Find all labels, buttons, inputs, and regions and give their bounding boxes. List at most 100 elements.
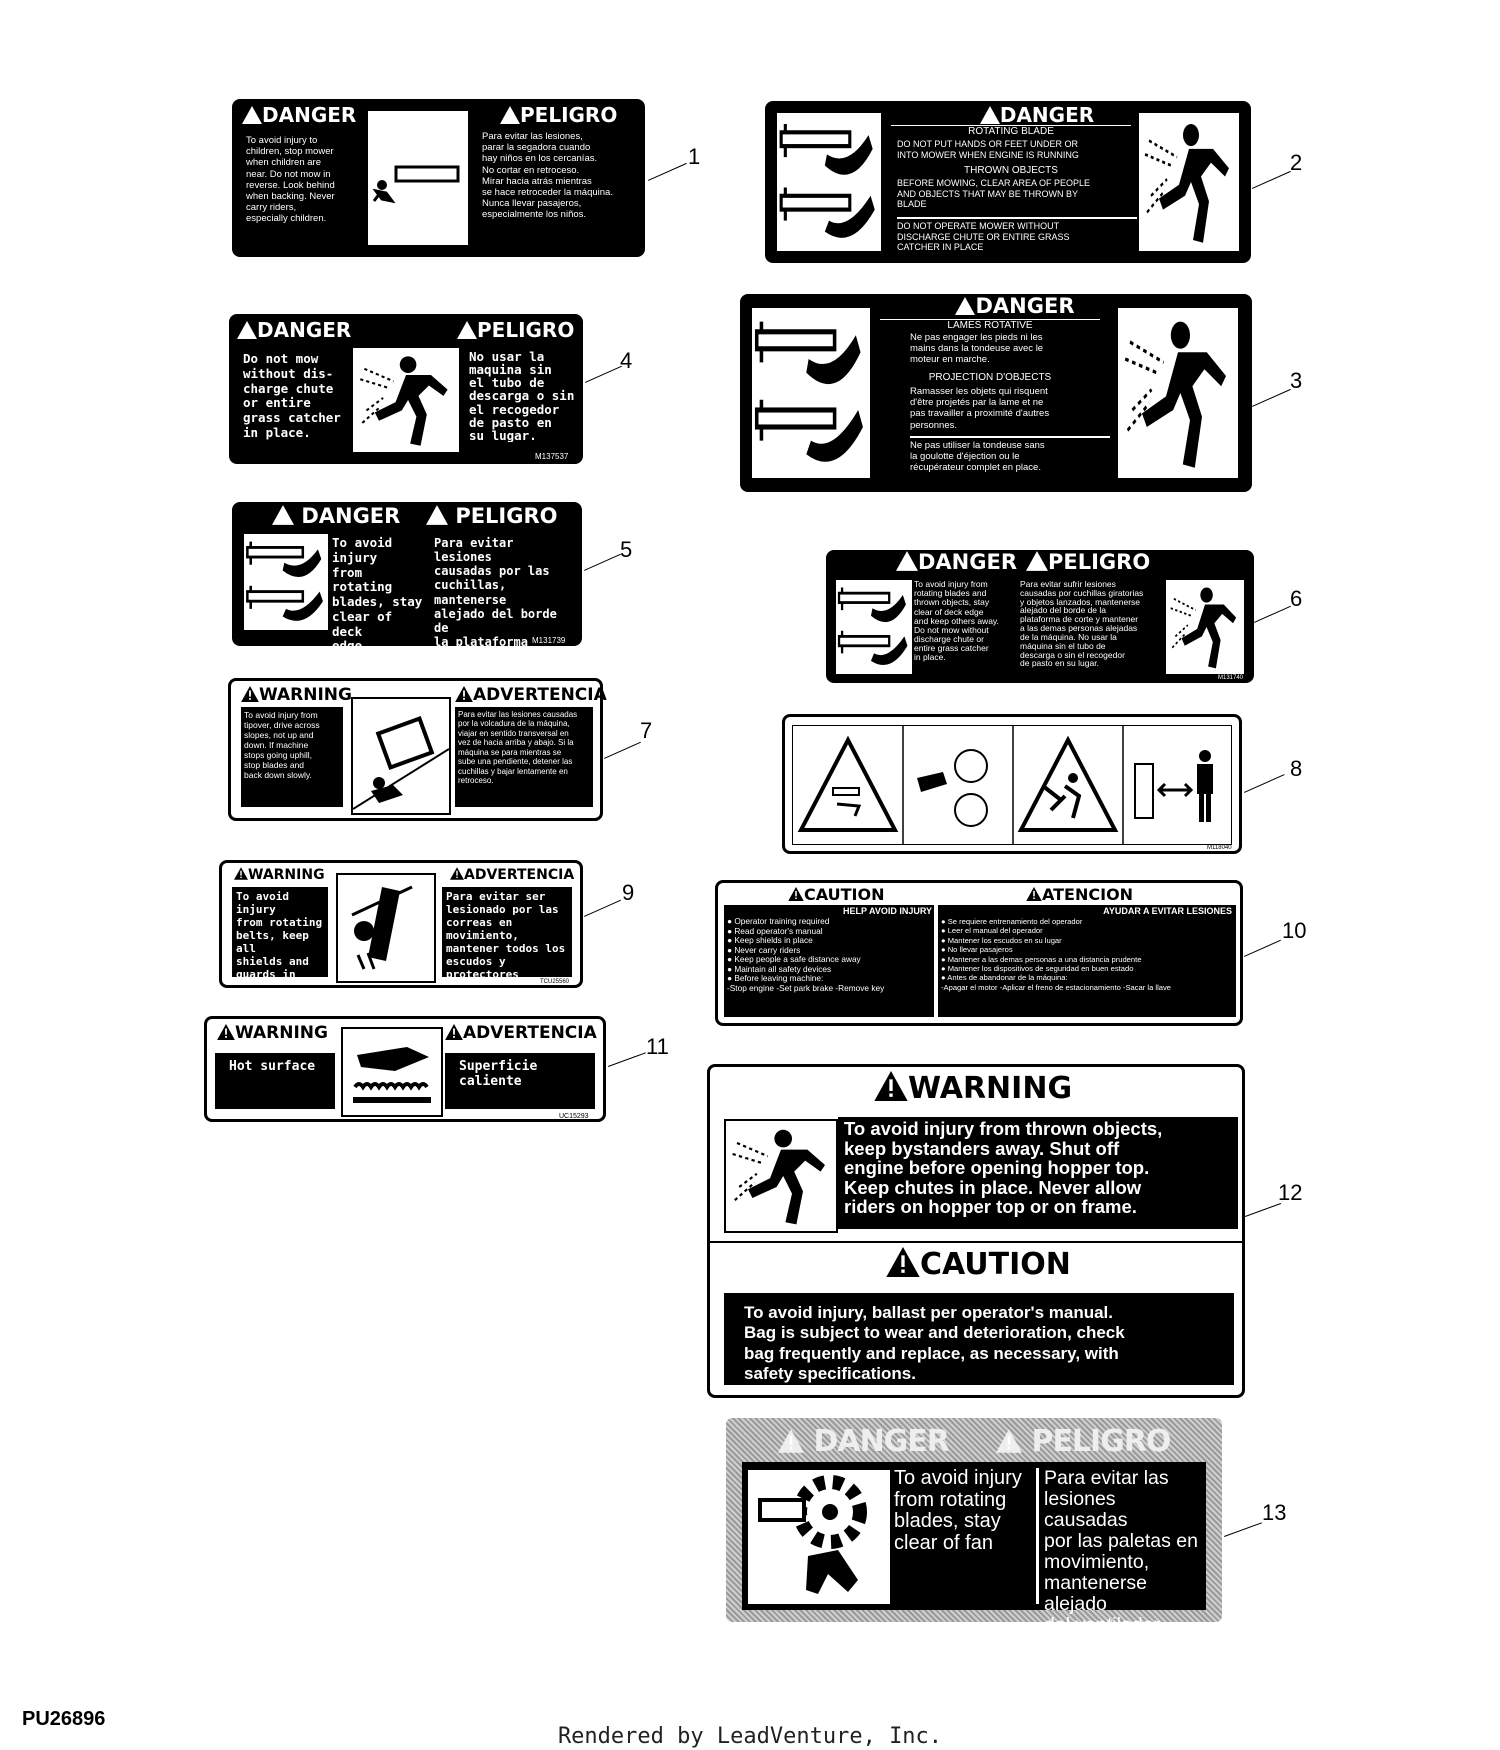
decal-11-header-en: WARNING: [217, 1023, 328, 1043]
hand-pulley-icon: [917, 749, 988, 827]
warning-triangle-icon: [955, 297, 975, 315]
decal-5-text-es: Para evitar lesiones causadas por las cu…: [434, 536, 557, 664]
thrown-objects-icon: [1139, 113, 1239, 251]
decal-13-body: To avoid injury from rotating blades, st…: [742, 1462, 1206, 1636]
callout-7: 7: [640, 718, 653, 743]
decal-5: DANGER PELIGRO To avoid injury from rota…: [232, 502, 582, 663]
callout-12: 12: [1278, 1180, 1303, 1205]
decal-2-sub1: ROTATING BLADE: [891, 125, 1131, 138]
decal-13-pictogram: [748, 1470, 890, 1604]
decal-13-text-es: Para evitar las lesiones causadas por la…: [1044, 1468, 1198, 1637]
decal-6-text-es: Para evitar sufrir lesiones causadas por…: [1020, 580, 1144, 669]
warning-triangle-icon: [457, 321, 477, 339]
decal-9-text-en: To avoid injury from rotating belts, kee…: [232, 887, 328, 977]
warning-triangle-icon: [886, 1247, 920, 1277]
decal-8-part-number: M118040: [1207, 845, 1232, 851]
warning-triangle-icon: [217, 1024, 235, 1040]
decal-4-part-number: M137537: [535, 452, 569, 461]
decal-6-text-en: To avoid injury from rotating blades and…: [914, 580, 999, 663]
thrown-objects-icon: [726, 1121, 836, 1231]
decal-12-text-caution: To avoid injury, ballast per operator's …: [724, 1293, 1234, 1385]
decal-3-header: DANGER: [920, 294, 1110, 318]
decal-12-text-warning: To avoid injury from thrown objects, kee…: [838, 1117, 1238, 1229]
decal-3-sub1: LAMES ROTATIVE: [880, 319, 1100, 332]
decal-7-header-es: ADVERTENCIA: [455, 685, 607, 705]
thrown-objects-icon: [1118, 308, 1238, 478]
warning-triangle-icon: [874, 1071, 908, 1101]
leader-10: [1244, 939, 1281, 957]
decal-8-frame: [792, 725, 1232, 845]
decal-13-header-es: PELIGRO: [996, 1424, 1171, 1459]
warning-triangle-icon: [426, 505, 448, 525]
thrown-objects-icon: [1166, 580, 1244, 674]
decal-13-text-en: To avoid injury from rotating blades, st…: [894, 1468, 1022, 1554]
decal-8: M118040: [782, 714, 1242, 854]
decal-5-header-es: PELIGRO: [426, 504, 558, 528]
decal-2-text2: BEFORE MOWING, CLEAR AREA OF PEOPLE AND …: [897, 178, 1091, 210]
decal-2-text3: DO NOT OPERATE MOWER WITHOUT DISCHARGE C…: [897, 217, 1137, 253]
warning-triangle-icon: [455, 686, 473, 702]
decal-4-header-en: DANGER: [237, 318, 351, 342]
decal-9-pictogram: [336, 873, 436, 983]
decal-9-text-es: Para evitar ser lesionado por las correa…: [442, 887, 572, 977]
decal-11-text-en: Hot surface: [215, 1053, 335, 1109]
decal-3-pictogram-blades: [752, 308, 870, 478]
decal-6-part-number: M131740: [1218, 675, 1244, 681]
callout-5: 5: [620, 537, 633, 562]
decal-9: WARNING ADVERTENCIA To avoid injury from…: [219, 860, 583, 988]
decal-3-pictogram-thrown: [1118, 308, 1238, 478]
blade-warning-triangle-icon: [797, 735, 899, 832]
warning-triangle-icon: [272, 505, 294, 525]
callout-2: 2: [1290, 150, 1303, 175]
decal-11-pictogram: [341, 1027, 443, 1117]
decal-12: WARNING To avoid injury from thrown obje…: [707, 1064, 1245, 1398]
decal-10-header-en: CAUTION: [788, 885, 884, 904]
thrown-objects-icon: [353, 348, 459, 452]
warning-triangle-icon: [980, 106, 1000, 124]
leader-3: [1252, 388, 1291, 407]
warning-triangle-icon: [241, 686, 259, 702]
warning-triangle-icon: [996, 1429, 1022, 1453]
leader-4: [585, 365, 622, 383]
decal-10-header-es: ATENCION: [1026, 885, 1133, 904]
rotating-fan-hand-icon: [758, 1475, 867, 1594]
decal-2-pictogram-thrown: [1139, 113, 1239, 251]
decal-12-divider: [710, 1241, 1242, 1243]
decal-6-header-en: DANGER: [896, 550, 1017, 574]
decal-4-text-en: Do not mow without dis- charge chute or …: [243, 352, 341, 440]
tipover-icon: [353, 715, 449, 810]
decal-1-header-en: DANGER: [242, 103, 356, 127]
decal-10-text-es: ● Se requiere entrenamiento del operador…: [941, 917, 1172, 992]
decal-7: WARNING ADVERTENCIA To avoid injury from…: [228, 678, 607, 821]
leader-13: [1224, 1522, 1262, 1537]
decal-2: DANGER ROTATING BLADE DO NOT PUT HANDS O…: [765, 101, 1251, 263]
decal-10-panel-es: AYUDAR A EVITAR LESIONES ● Se requiere e…: [938, 905, 1236, 1017]
leader-12: [1245, 1203, 1282, 1217]
warning-triangle-icon: [450, 867, 464, 880]
leader-1: [648, 162, 687, 181]
thrown-object-triangle-icon: [1017, 735, 1119, 832]
warning-triangle-icon: [500, 106, 520, 124]
blade-hand-foot-icon: [752, 308, 870, 478]
decal-3-text3: Ne pas utiliser la tondeuse sans la goul…: [910, 436, 1110, 474]
decal-5-pictogram: [244, 534, 328, 630]
decal-2-sub2: THROWN OBJECTS: [964, 165, 1058, 176]
callout-9: 9: [622, 880, 635, 905]
decal-9-part-number: TCU25560: [540, 979, 570, 985]
decal-1: DANGER PELIGRO To avoid injury to childr…: [232, 99, 645, 257]
blade-hand-foot-icon: [777, 113, 881, 251]
decal-13-divider: [1036, 1468, 1039, 1604]
decal-10-text-en: ● Operator training required ● Read oper…: [727, 917, 885, 993]
decal-10-panel-en: HELP AVOID INJURY ● Operator training re…: [724, 905, 934, 1017]
warning-triangle-icon: [445, 1024, 463, 1040]
decal-5-part-number: M131739: [532, 636, 566, 645]
decal-12-pictogram: [724, 1119, 838, 1233]
decal-3-text2: Ramasser les objets qui risquent d'être …: [910, 386, 1050, 431]
decal-5-text-en: To avoid injury from rotating blades, st…: [332, 536, 423, 654]
decal-4-pictogram: [353, 348, 459, 452]
hot-surface-hand-icon: [353, 1047, 431, 1103]
decal-3: DANGER LAMES ROTATIVE Ne pas engager les…: [740, 294, 1252, 492]
decal-2-pictogram-blades: [777, 113, 881, 251]
callout-8: 8: [1290, 756, 1303, 781]
callout-13: 13: [1262, 1500, 1287, 1525]
